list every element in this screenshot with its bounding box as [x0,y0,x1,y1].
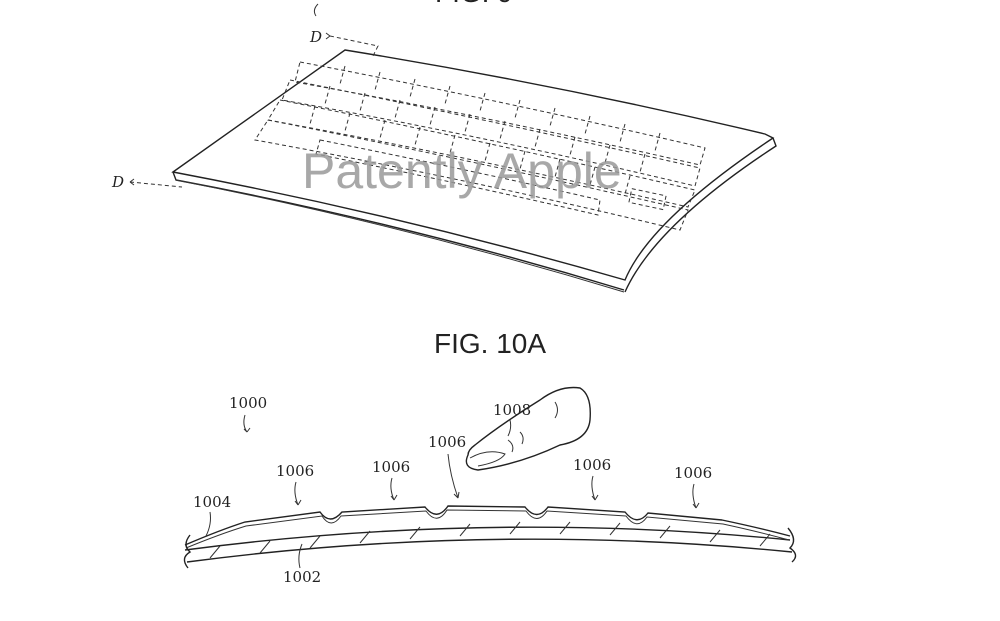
dashed-key-grid [254,61,706,231]
callout-substrate: 1002 [283,568,321,586]
cross-section-figure: 1000 1008 1006 1006 1006 1006 1006 1004 … [183,386,797,586]
keyboard-slab-bottom-edge [175,179,625,293]
arrow-key-3 [447,453,460,499]
leader-substrate [298,543,303,569]
callout-key-4: 1006 [573,456,611,474]
break-mark-left [183,534,192,569]
callout-device: 1000 [229,394,267,412]
callout-key-2: 1006 [372,458,410,476]
leader-finger [507,419,512,437]
callout-key-3: 1006 [428,433,466,451]
finger-illustration [465,386,591,471]
arrow-key-2 [390,477,398,501]
key-layer-inner [185,509,790,549]
section-label-top: D [309,28,322,46]
key-layer [184,505,791,546]
watermark-text: Patently Apple [302,143,622,199]
substrate-bottom [186,538,793,563]
section-label-left: D [111,173,124,191]
figure-caption: FIG. 10A [434,328,546,359]
arrow-key-4 [591,475,599,501]
callout-key-1: 1006 [276,462,314,480]
substrate-hatching [209,521,771,559]
callout-key-5: 1006 [674,464,712,482]
curved-keyboard-figure: FIG. 9 D D [111,0,777,293]
arrow-key-5 [692,483,700,509]
section-line-d: D D [111,3,379,191]
keyboard-slab-top [171,49,775,281]
leader-layer [205,511,211,537]
leader-squiggle [313,3,319,17]
callout-finger: 1008 [493,401,531,419]
top-figure-title: FIG. 9 [435,0,513,8]
callout-layer: 1004 [193,493,231,511]
break-mark-right [787,527,797,563]
substrate-top [184,526,791,551]
keyboard-slab-side-edge [624,137,777,293]
arrow-device [243,414,251,433]
arrow-key-1 [294,481,302,506]
